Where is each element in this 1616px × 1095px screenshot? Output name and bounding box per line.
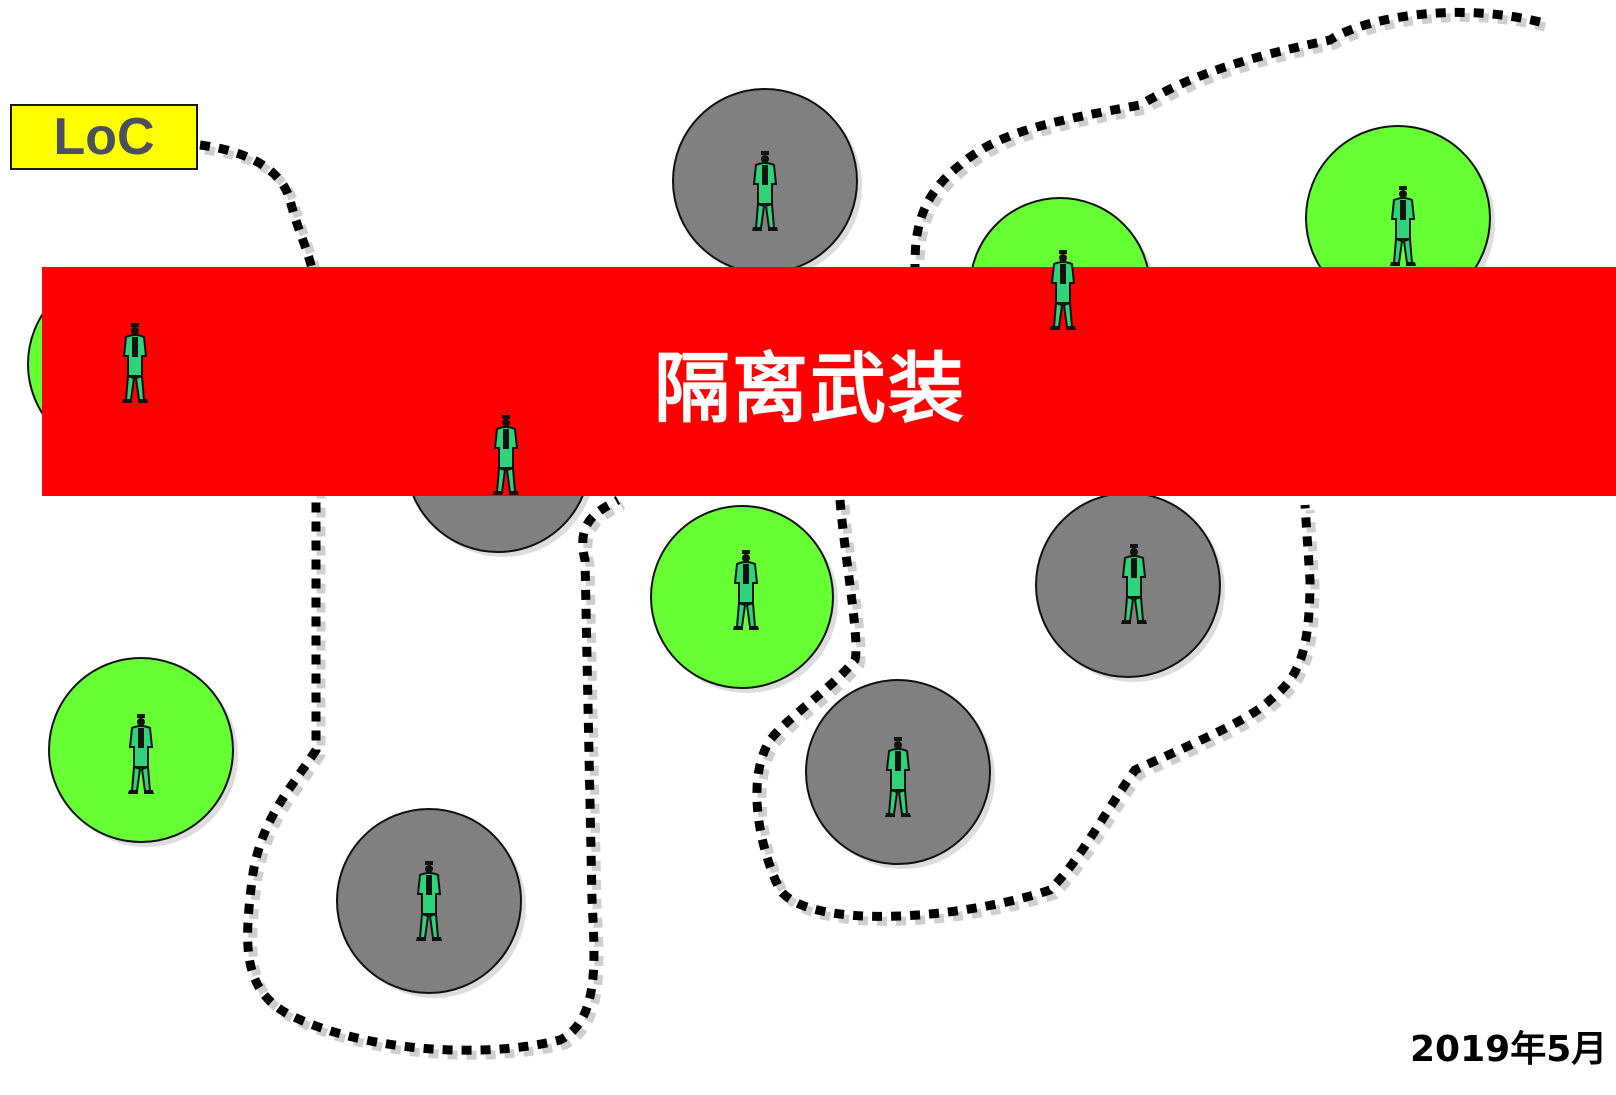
banner-title: 隔离武装	[654, 343, 966, 433]
boundary-lines-shadow	[204, 12, 1547, 1060]
boundary-lines	[199, 7, 1542, 1055]
boundary-line-west	[199, 140, 621, 1055]
boundary-line-south-east	[752, 499, 1315, 921]
boundary-line-north-east	[910, 7, 1542, 271]
loc-label: LoC	[10, 104, 198, 170]
date-text: 2019年5月	[1410, 1029, 1608, 1070]
isolation-banner	[42, 267, 1616, 496]
